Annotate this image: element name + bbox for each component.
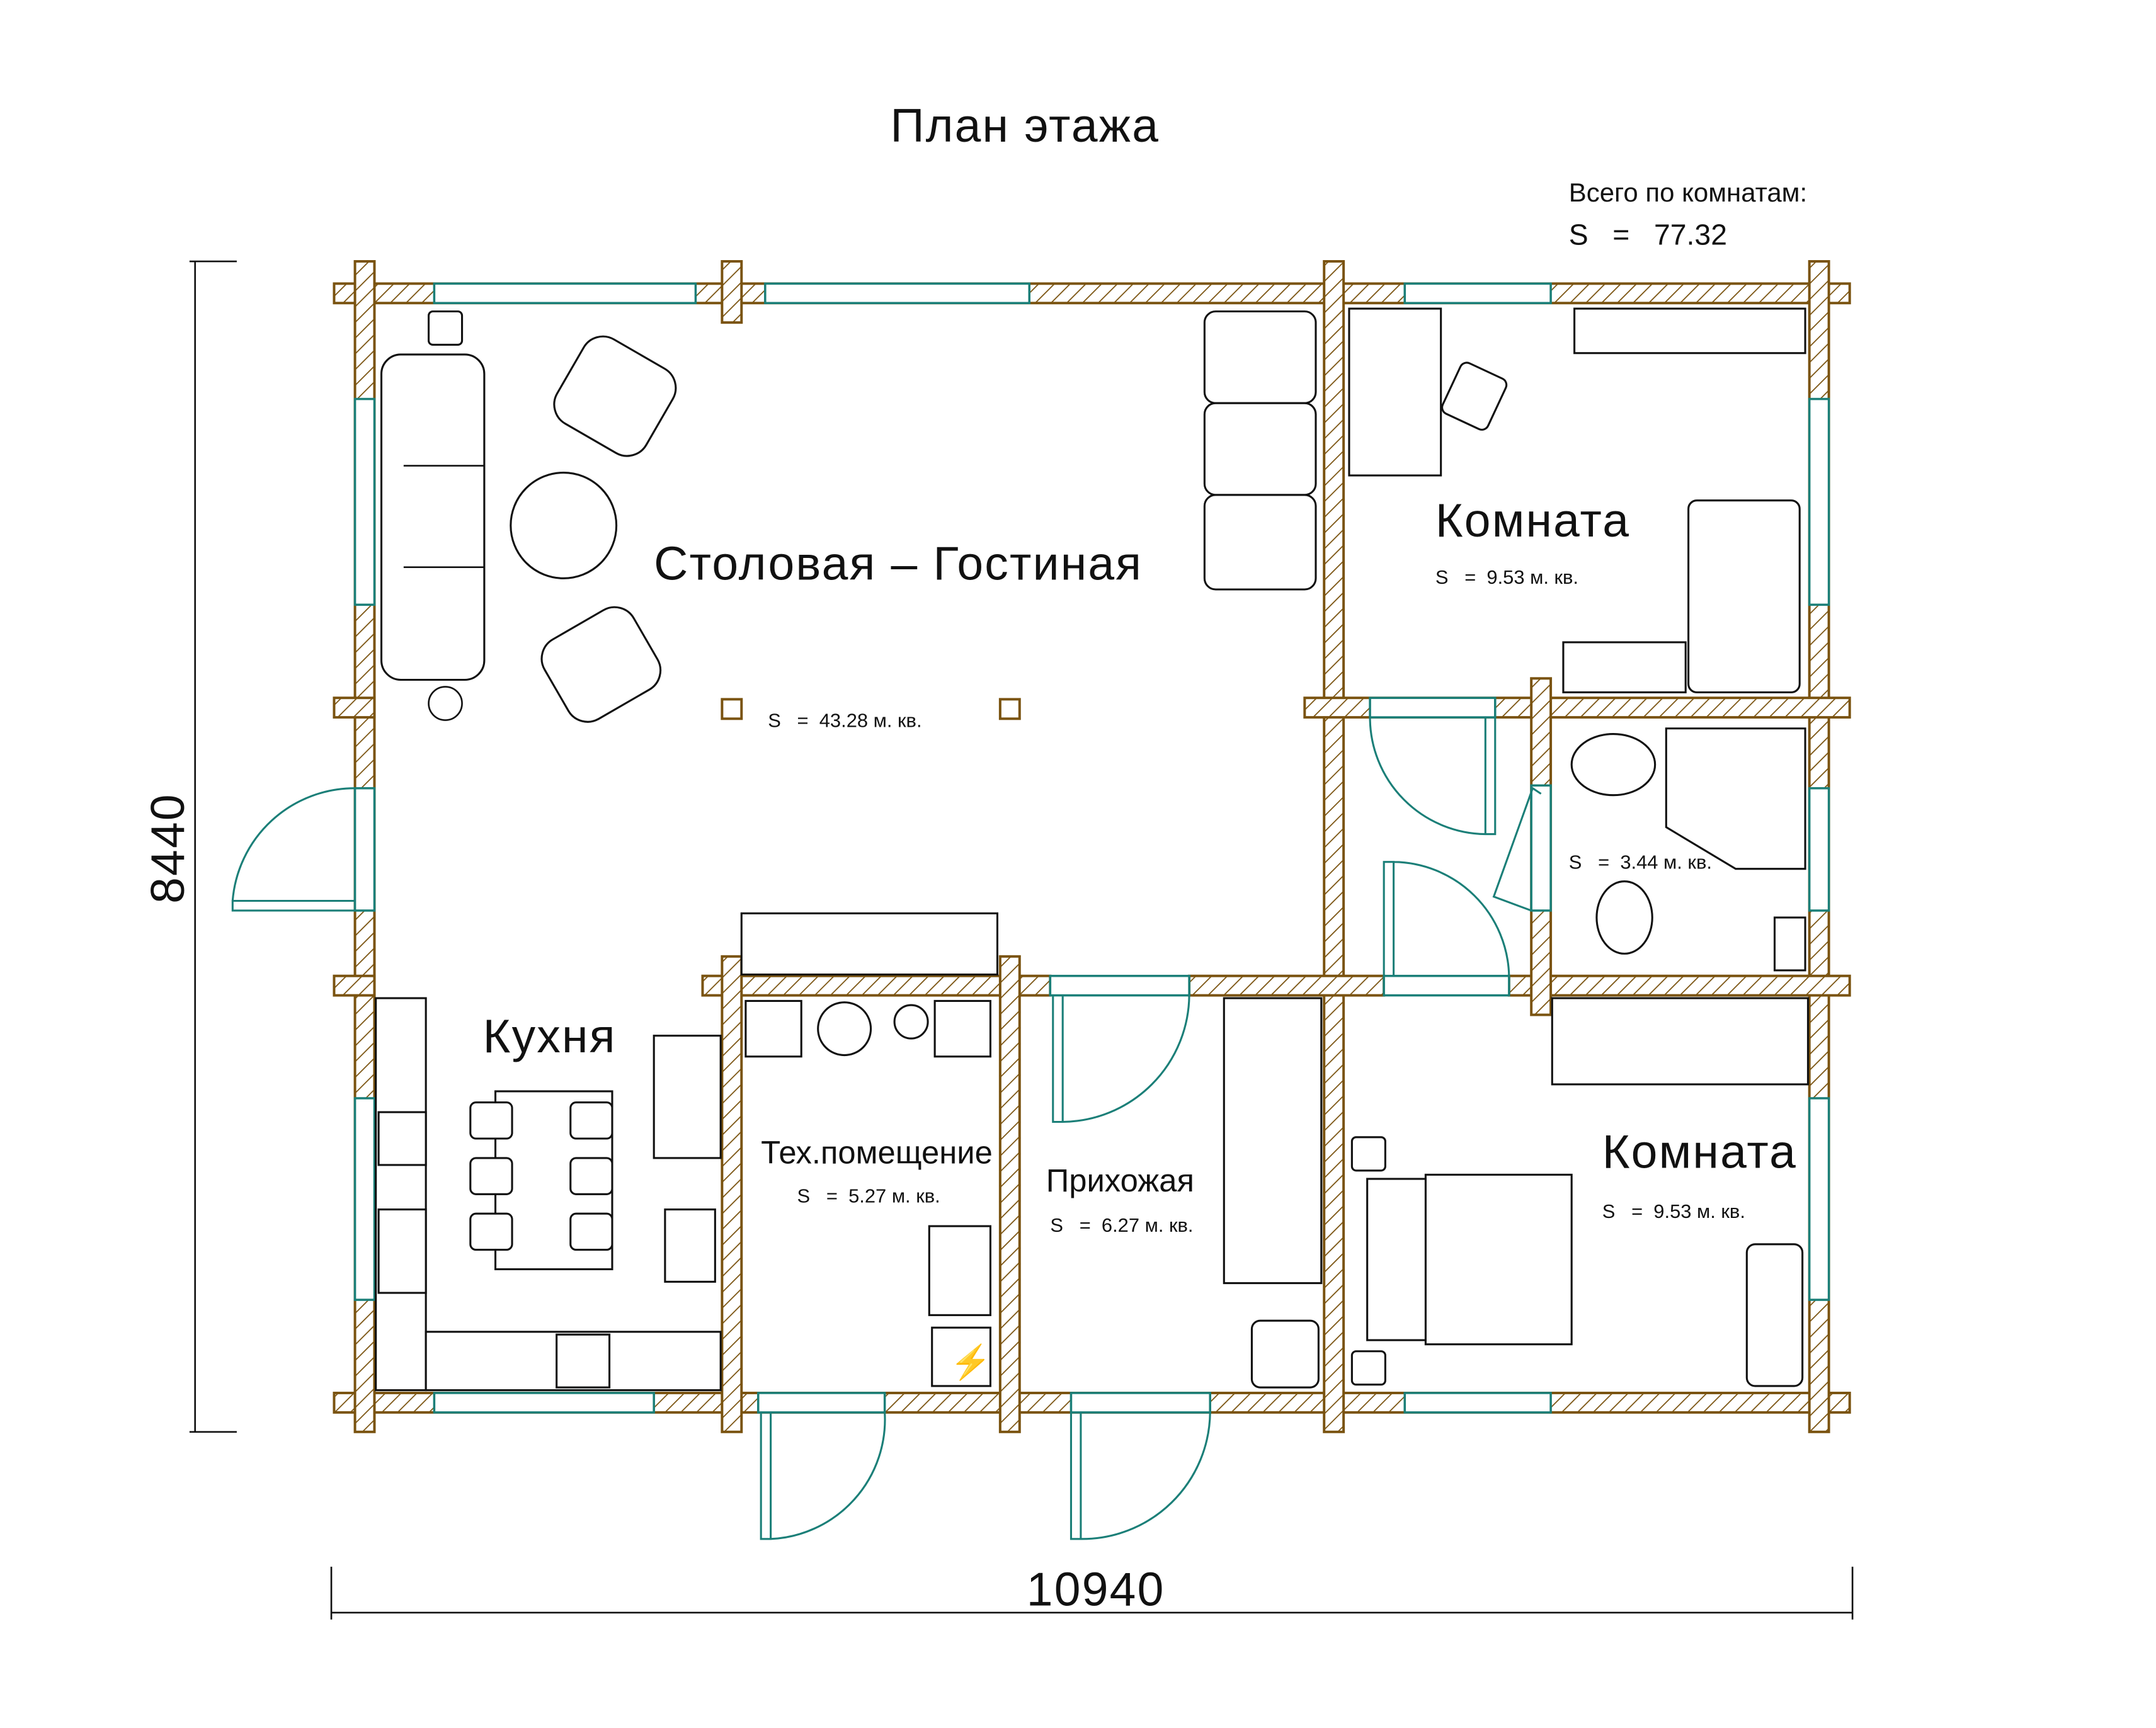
electric-icon: ⚡ [950, 1343, 991, 1382]
room-name-kitchen: Кухня [483, 1009, 617, 1062]
room-area-living: S = 43.28 м. кв. [768, 710, 921, 732]
windows [353, 282, 1830, 1414]
width-dimension: 10940 [330, 1563, 1854, 1620]
column [721, 698, 743, 720]
tech-room-equipment: ⚡ [744, 999, 991, 1387]
summary-label: Всего по комнатам: [1569, 178, 1807, 207]
room-name-hall: Прихожая [1046, 1162, 1194, 1198]
entry-door[interactable] [231, 787, 355, 912]
room-area-hall: S = 6.27 м. кв. [1050, 1214, 1193, 1236]
hall-furniture [1223, 997, 1323, 1389]
bedroom-door[interactable] [1383, 861, 1510, 976]
room-area-room-1: S = 9.53 м. кв. [1435, 566, 1578, 588]
room-area-room-2: S = 9.53 м. кв. [1602, 1200, 1745, 1222]
height-dimension-label: 8440 [141, 793, 194, 904]
hall-inner-door[interactable] [1052, 995, 1190, 1123]
room-door[interactable] [1369, 717, 1497, 836]
doors [231, 696, 1552, 1540]
living-furniture [380, 310, 1317, 976]
room-area-tech: S = 5.27 м. кв. [797, 1185, 940, 1207]
room-area-bathroom: S = 3.44 м. кв. [1569, 851, 1712, 873]
hall-door[interactable] [1069, 1412, 1211, 1540]
plan-title: План этажа [890, 99, 1160, 152]
bedroom-furniture [1350, 997, 1810, 1387]
room-name-tech: Тех.помещение [761, 1135, 993, 1171]
tech-room-door[interactable] [760, 1412, 886, 1540]
room-furniture [1348, 307, 1806, 693]
room-name-room-2: Комната [1602, 1125, 1797, 1178]
room-name-room-1: Комната [1435, 494, 1630, 547]
column [998, 698, 1021, 720]
bathroom-door[interactable] [1492, 787, 1542, 912]
summary-area: S = 77.32 [1569, 219, 1727, 251]
kitchen-furniture [375, 997, 722, 1392]
height-dimension: 8440 [141, 260, 237, 1433]
room-name-living: Столовая – Гостиная [654, 537, 1143, 590]
width-dimension-label: 10940 [1027, 1563, 1165, 1616]
bathroom-fixtures [1570, 727, 1806, 972]
